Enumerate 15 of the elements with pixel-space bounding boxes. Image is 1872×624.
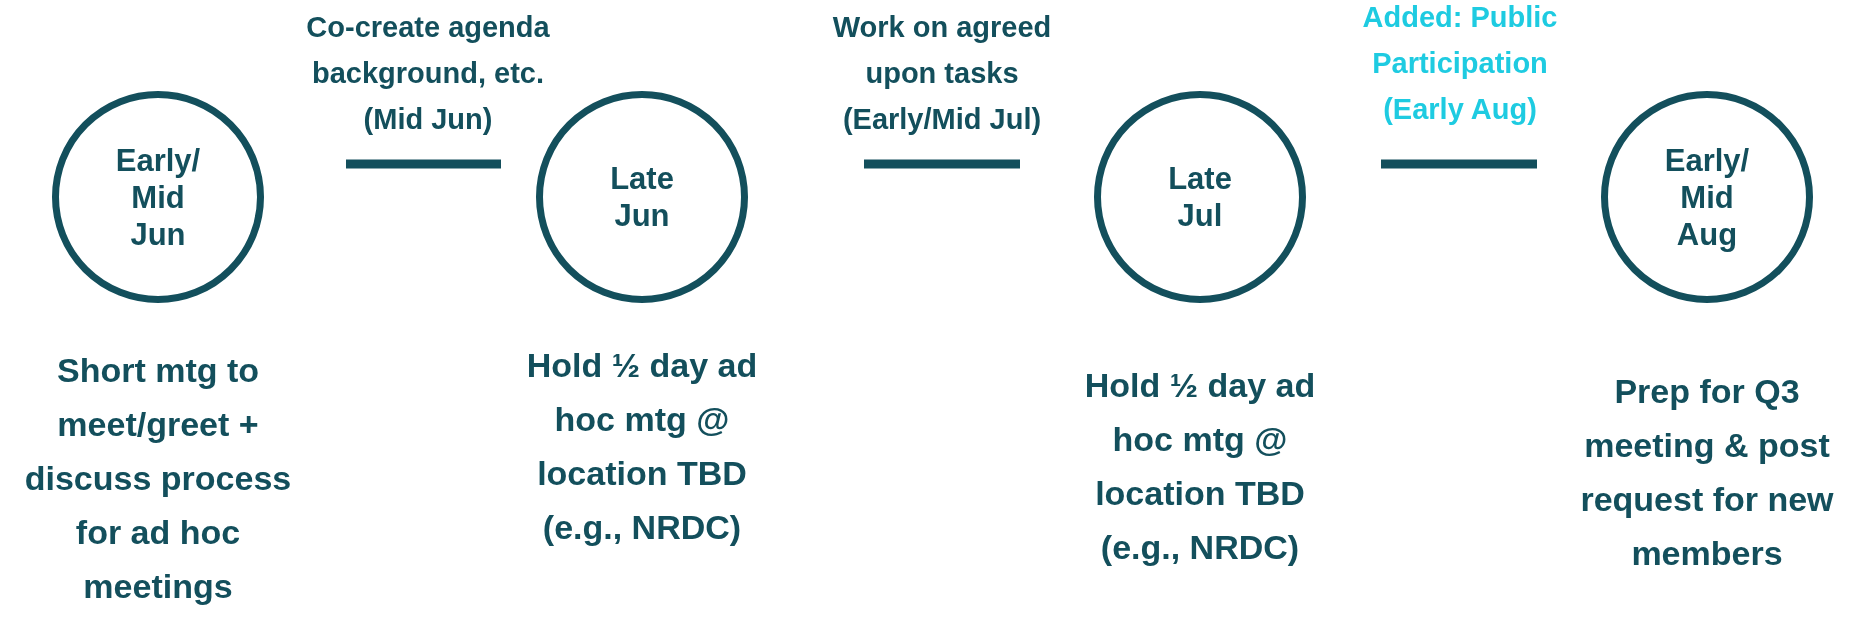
- timeline-circle: [1601, 91, 1813, 303]
- milestone-date: Early/ Mid Jun: [114, 141, 202, 253]
- timeline-circle: [536, 91, 748, 303]
- milestone-description: Prep for Q3 meeting & post request for new members: [1579, 371, 1835, 574]
- edge-label: Work on agreed upon tasks (Early/Mid Jul): [831, 10, 1053, 137]
- milestone-description: Hold ½ day ad hoc mtg @ location TBD (e.g., NRDC): [525, 345, 759, 548]
- milestone-date: Late Jul: [1167, 160, 1233, 234]
- milestone-date: Early/ Mid Aug: [1663, 141, 1751, 253]
- edge-label: Co-create agenda background, etc. (Mid Jun): [305, 10, 551, 137]
- timeline-circle: [1094, 91, 1306, 303]
- timeline-circle: [52, 91, 264, 303]
- milestone-date: Late Jun: [609, 160, 675, 234]
- edge-label: Added: Public Participation (Early Aug): [1361, 0, 1559, 127]
- milestone-description: Hold ½ day ad hoc mtg @ location TBD (e.g., NRDC): [1083, 365, 1317, 568]
- milestone-description: Short mtg to meet/greet + discuss process for ad hoc meetings: [23, 350, 293, 607]
